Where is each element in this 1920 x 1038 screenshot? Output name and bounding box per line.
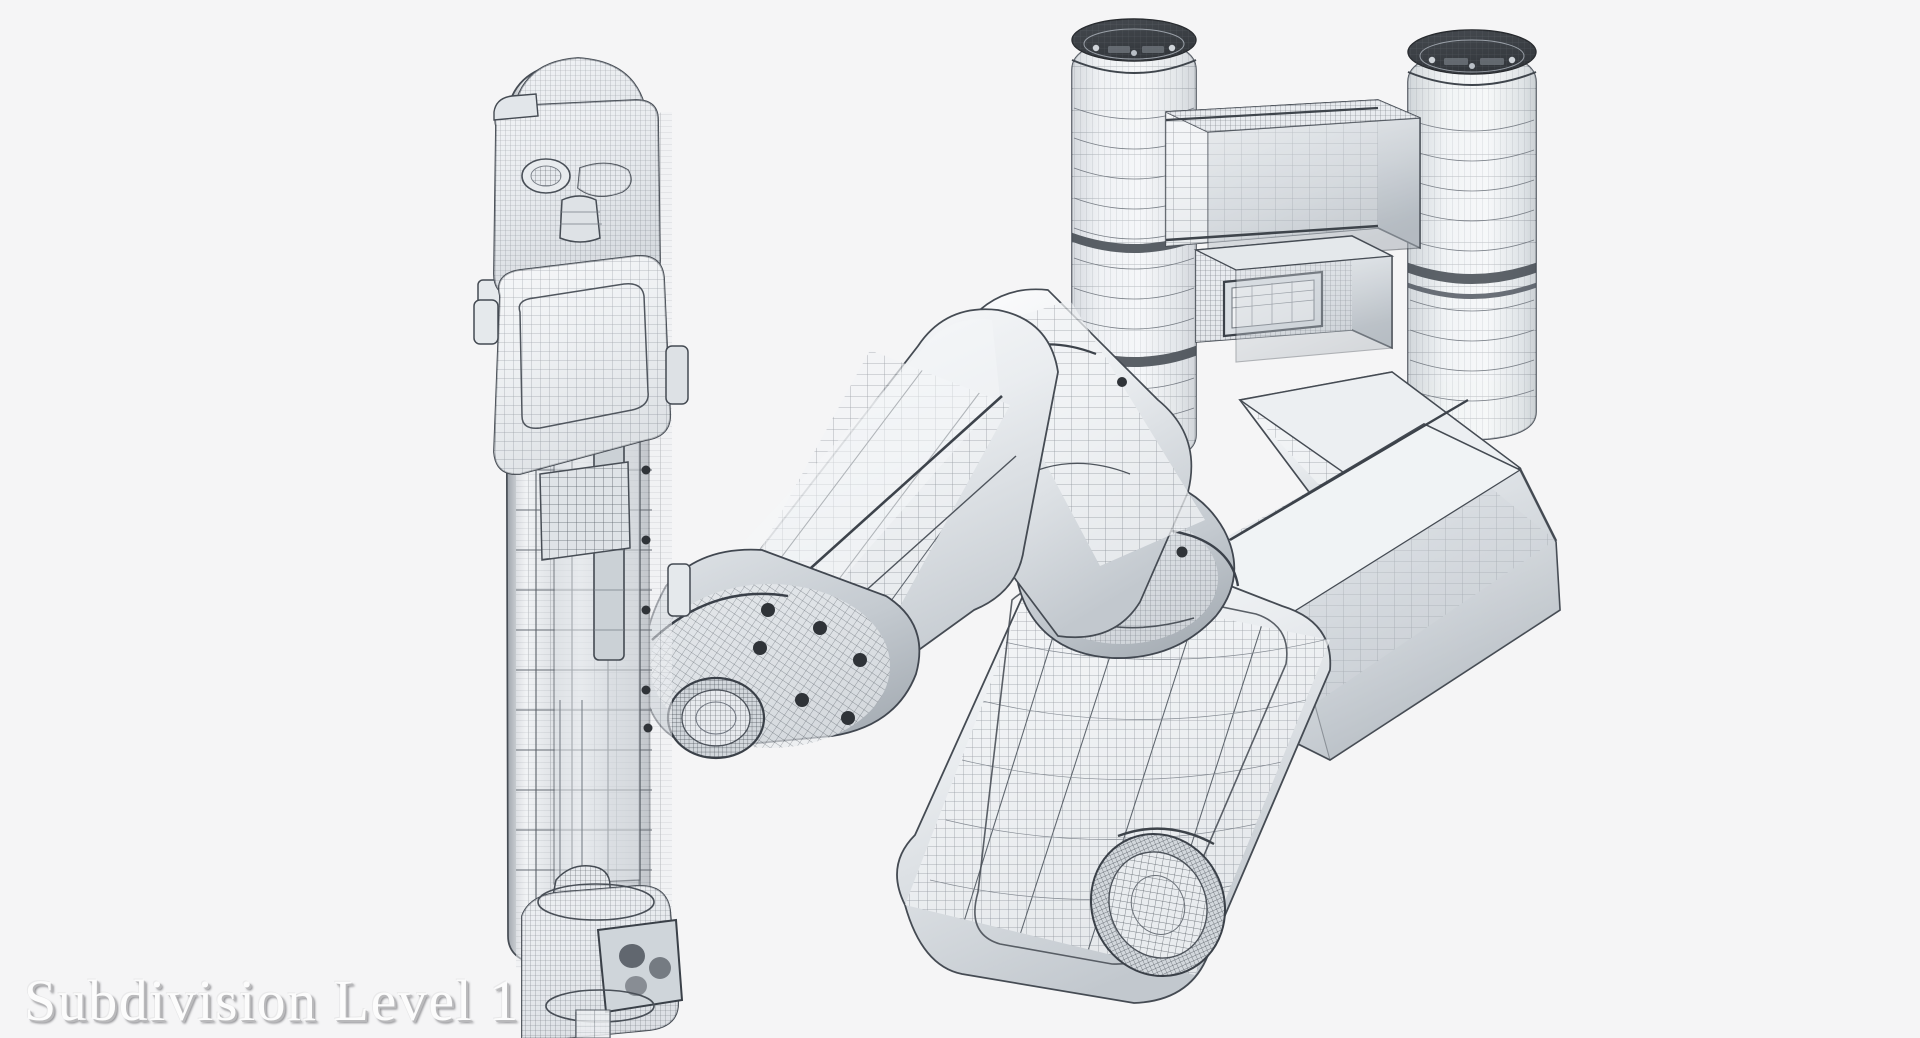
right-cylinder-cap: [1407, 29, 1537, 75]
post-top-bracket: [493, 93, 539, 121]
wrist-gripper: [521, 865, 684, 1038]
elbow-round-port: [666, 676, 766, 760]
head-display-module: [473, 57, 689, 561]
left-elbow-joint: [642, 548, 921, 760]
upper-cross-beam: [1165, 99, 1421, 263]
gripper-sensor-face: [596, 918, 684, 1014]
head-display-bezel: [493, 99, 661, 297]
right-shoulder-cylinder: [1407, 29, 1537, 441]
left-cylinder-cap: [1071, 18, 1197, 62]
elbow-bolt-holes: [753, 603, 867, 725]
right-link-end-bearing: [1089, 832, 1227, 978]
lower-cross-beam: [1193, 235, 1395, 363]
head-lower-module: [473, 255, 689, 475]
